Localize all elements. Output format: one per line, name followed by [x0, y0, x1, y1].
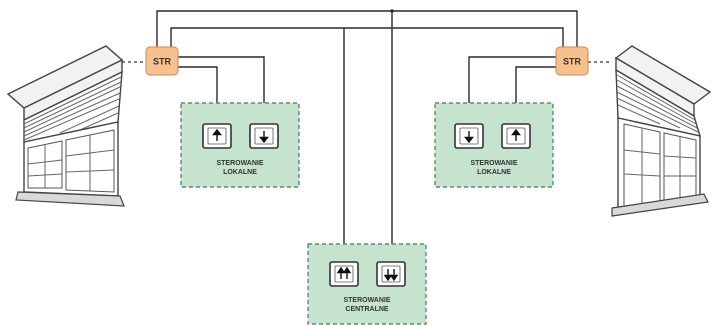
right-controller: STR [555, 46, 589, 76]
up-arrow-icon [212, 128, 222, 141]
local-left-label-line1: STEROWANIE [216, 160, 263, 167]
local-right-label-line2: LOKALNE [477, 169, 511, 176]
left-str-down-wire [178, 56, 265, 124]
down-arrow-icon [464, 131, 474, 144]
local-left-down-button[interactable] [249, 123, 279, 149]
local-right-label-line1: STEROWANIE [470, 160, 517, 167]
right-window-shutter [611, 45, 712, 217]
central-control-panel: STEROWANIE CENTRALNE [307, 243, 427, 325]
down-arrow-icon [259, 131, 269, 144]
left-controller: STR [145, 46, 179, 76]
local-control-panel-right: STEROWANIE LOKALNE [434, 102, 554, 188]
up-arrow-icon [511, 128, 521, 141]
local-control-panel-left: STEROWANIE LOKALNE [180, 102, 300, 188]
second-bus-wire [170, 27, 564, 47]
left-window-sill [15, 191, 125, 207]
right-window-sill [611, 193, 709, 217]
left-window-shutter [6, 45, 125, 207]
central-up-button[interactable] [329, 261, 359, 287]
wiring [122, 9, 612, 262]
local-left-up-button[interactable] [202, 123, 232, 149]
double-up-arrow-icon [336, 266, 352, 279]
double-down-arrow-icon [383, 269, 399, 282]
right-controller-label: STR [563, 57, 582, 67]
local-right-up-button[interactable] [501, 123, 531, 149]
central-label-line1: STEROWANIE [343, 297, 390, 304]
central-label-line2: CENTRALNE [345, 306, 388, 313]
left-controller-box [145, 46, 179, 76]
local-left-label-line2: LOKALNE [223, 169, 257, 176]
bus-junction [390, 9, 394, 13]
central-panel-bg [307, 243, 427, 325]
right-controller-box [555, 46, 589, 76]
right-str-down-wire [468, 56, 556, 124]
local-right-down-button[interactable] [454, 123, 484, 149]
top-bus-wire [156, 10, 578, 47]
left-controller-label: STR [153, 57, 172, 67]
local-panel-left-bg [180, 102, 300, 188]
central-down-button[interactable] [376, 261, 406, 287]
